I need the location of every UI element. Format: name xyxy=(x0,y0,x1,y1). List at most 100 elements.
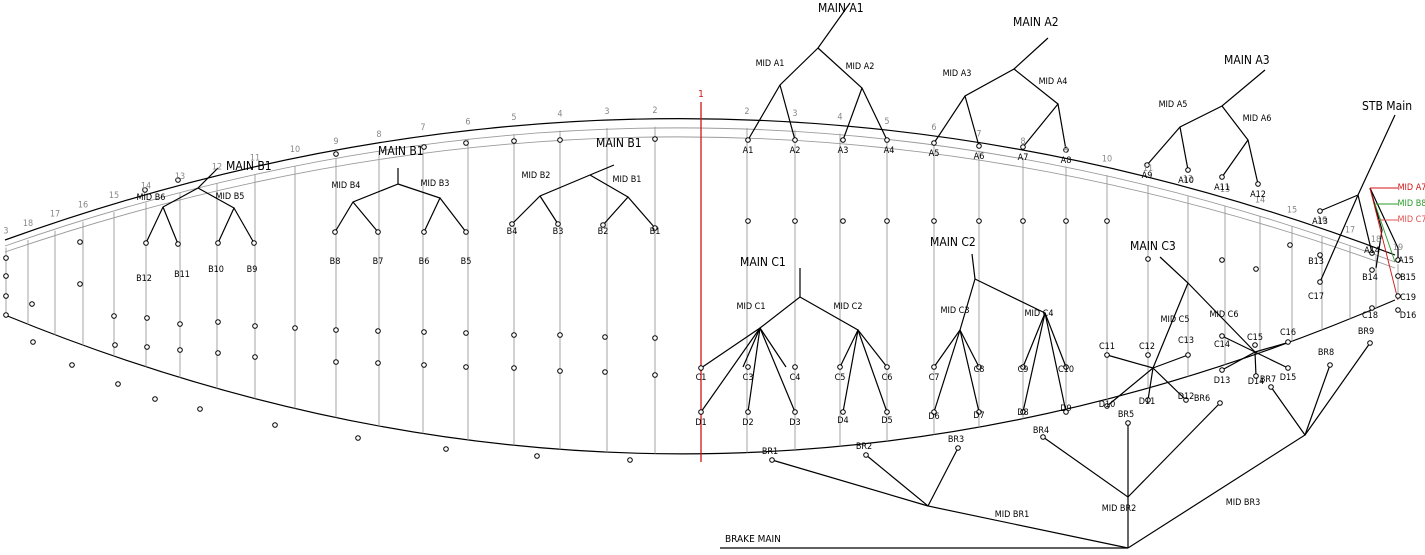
main-a3-label: MAIN A3 xyxy=(1224,53,1270,67)
line-label: C5 xyxy=(835,373,846,383)
attachment-point xyxy=(745,137,751,143)
line-label: BR5 xyxy=(1118,410,1134,420)
attachment-point xyxy=(1395,257,1401,263)
attachment-point xyxy=(421,362,427,368)
rib-number: 16 xyxy=(78,201,88,211)
line-segment xyxy=(974,278,1046,368)
attachment-point xyxy=(1287,242,1293,248)
attachment-point xyxy=(333,327,339,333)
line-segment xyxy=(1254,351,1257,377)
attachment-point xyxy=(1183,397,1189,403)
attachment-point xyxy=(1185,352,1191,358)
attachment-point xyxy=(840,218,846,224)
line-label: D2 xyxy=(742,418,753,428)
attachment-point xyxy=(1145,352,1151,358)
attachment-point xyxy=(1253,373,1259,379)
rib-number: 10 xyxy=(290,145,300,155)
rib-number: 16 xyxy=(1317,216,1327,226)
main-a2-label: MAIN A2 xyxy=(1013,15,1059,29)
line-label: B8 xyxy=(330,257,341,267)
attachment-point xyxy=(143,240,149,246)
line-segment xyxy=(742,327,761,368)
attachment-point xyxy=(333,359,339,365)
attachment-point xyxy=(144,344,150,350)
line-label: BR6 xyxy=(1194,394,1210,404)
main-c1-label: MAIN C1 xyxy=(740,255,786,269)
attachment-point xyxy=(1063,147,1069,153)
attachment-point xyxy=(215,350,221,356)
attachment-point xyxy=(112,342,118,348)
rib-number: 18 xyxy=(23,219,33,229)
attachment-point xyxy=(745,218,751,224)
attachment-point xyxy=(931,364,937,370)
attachment-point xyxy=(884,409,890,415)
attachment-point xyxy=(1219,257,1225,263)
rib-number: 14 xyxy=(1255,195,1265,205)
line-label: A13 xyxy=(1312,217,1328,227)
main-b1-label-3: MAIN B1 xyxy=(226,159,272,173)
line-segment xyxy=(627,196,656,229)
attachment-point xyxy=(837,364,843,370)
line-label: MID B8 xyxy=(1398,199,1425,209)
line-label: C11 xyxy=(1099,342,1115,352)
attachment-point xyxy=(1145,397,1151,403)
attachment-point xyxy=(1253,266,1259,272)
line-label: A11 xyxy=(1214,183,1230,193)
attachment-point xyxy=(602,369,608,375)
attachment-point xyxy=(29,301,35,307)
line-label: B12 xyxy=(136,274,152,284)
line-segment xyxy=(439,197,467,233)
attachment-point xyxy=(1369,250,1375,256)
rib-number: 19 xyxy=(1393,243,1403,253)
line-label: A3 xyxy=(838,146,849,156)
attachment-point xyxy=(3,273,9,279)
attachment-point xyxy=(69,362,75,368)
line-segment xyxy=(964,95,980,147)
attachment-point xyxy=(443,446,449,452)
attachment-point xyxy=(884,364,890,370)
line-segment xyxy=(1179,126,1189,171)
line-segment xyxy=(1152,354,1189,369)
line-label: C8 xyxy=(974,365,985,375)
line-label: MID A5 xyxy=(1159,100,1188,110)
wing-outline xyxy=(4,118,1396,455)
line-label: D15 xyxy=(1280,373,1297,383)
line-segment xyxy=(1042,436,1129,548)
line-label: A5 xyxy=(929,149,940,159)
line-label: D11 xyxy=(1139,397,1156,407)
line-segment xyxy=(1304,342,1371,436)
line-segment xyxy=(747,327,761,413)
line-segment xyxy=(1254,351,1289,369)
line-segment xyxy=(927,447,959,507)
attachment-point xyxy=(652,136,658,142)
line-segment xyxy=(1022,312,1046,413)
line-segment xyxy=(233,207,255,244)
attachment-point xyxy=(215,319,221,325)
attachment-point xyxy=(511,365,517,371)
line-label: D3 xyxy=(789,418,800,428)
attachment-point xyxy=(555,221,561,227)
line-label: A9 xyxy=(1142,171,1153,181)
attachment-point xyxy=(1327,362,1333,368)
line-label: A7 xyxy=(1018,153,1029,163)
line-label: B9 xyxy=(247,265,258,275)
line-segment xyxy=(1106,354,1154,369)
line-label: A1 xyxy=(743,146,754,156)
line-label: D14 xyxy=(1248,377,1265,387)
line-label: A8 xyxy=(1061,156,1072,166)
attachment-point xyxy=(111,313,117,319)
main-a1-line xyxy=(747,2,851,141)
attachment-point xyxy=(792,218,798,224)
line-label: C1 xyxy=(696,373,707,383)
attachment-point xyxy=(77,281,83,287)
attachment-point xyxy=(511,138,517,144)
line-label: A10 xyxy=(1178,176,1194,186)
attachment-point xyxy=(1185,167,1191,173)
line-segment xyxy=(700,327,761,413)
main-a3-line xyxy=(1146,69,1266,166)
rib-number: 17 xyxy=(50,210,60,220)
attachment-points xyxy=(3,136,1401,463)
attachment-point xyxy=(884,218,890,224)
